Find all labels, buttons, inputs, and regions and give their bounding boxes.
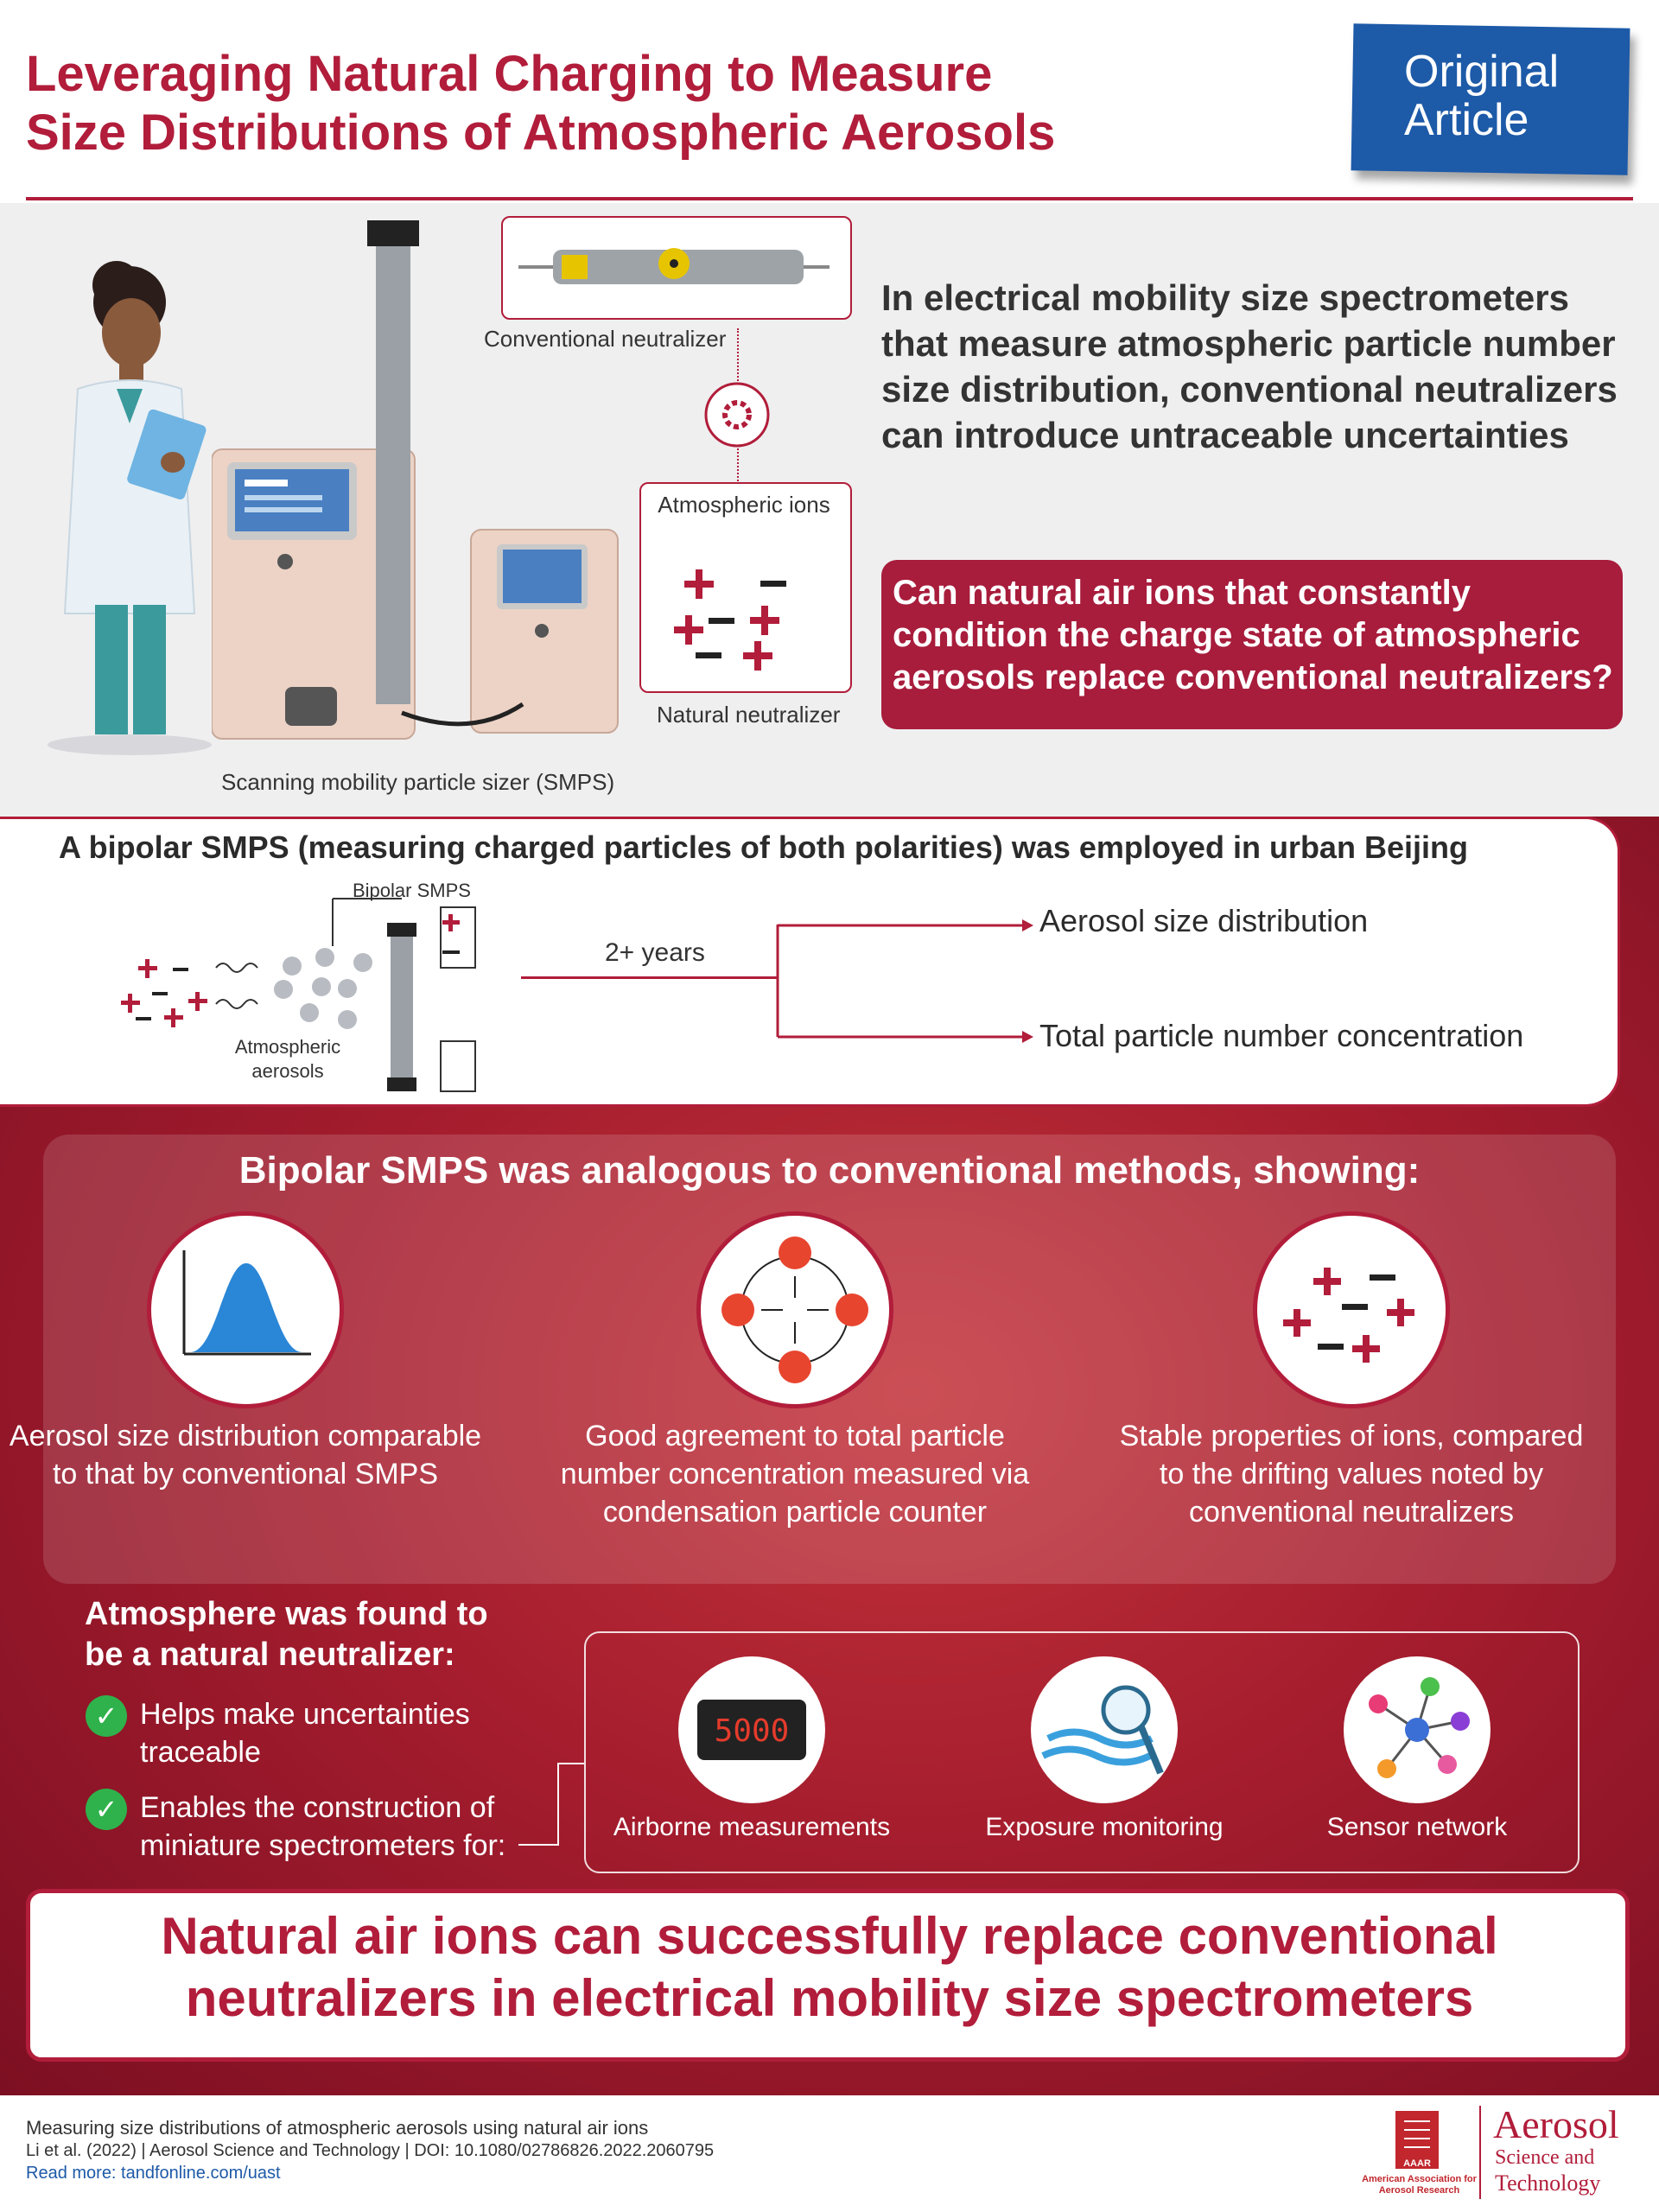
aaar-name: American Association for Aerosol Researc… xyxy=(1362,2174,1477,2196)
apps-connector-h2 xyxy=(557,1763,584,1764)
counter-display-value: 5000 xyxy=(715,1713,790,1749)
article-badge-label: Original Article xyxy=(1404,48,1559,144)
ions-icon xyxy=(674,569,786,671)
question-text: Can natural air ions that constantly con… xyxy=(893,574,1613,696)
question-box xyxy=(881,560,1623,729)
conclusion-box xyxy=(26,1889,1630,2062)
paper-title: Measuring size distributions of atmosphe… xyxy=(26,2117,649,2139)
citation: Li et al. (2022) | Aerosol Science and T… xyxy=(26,2141,715,2160)
output-size-distribution: Aerosol size distribution xyxy=(1039,903,1369,938)
finding-1-text: Aerosol size distribution comparable to … xyxy=(9,1420,482,1491)
airborne-label: Airborne measurements xyxy=(613,1813,891,1841)
neutralizer-tube-icon xyxy=(518,248,830,284)
exposure-circle xyxy=(1031,1656,1178,1803)
conventional-neutralizer-label: Conventional neutralizer xyxy=(484,326,727,352)
smps-caption: Scanning mobility particle sizer (SMPS) xyxy=(221,769,615,795)
ions-stable-icon xyxy=(1283,1268,1414,1363)
output-total-concentration: Total particle number concentration xyxy=(1039,1018,1524,1053)
agreement-circle xyxy=(696,1211,893,1408)
sensor-circle xyxy=(1344,1656,1491,1803)
finding-2-text: Good agreement to total particle number … xyxy=(560,1420,1030,1529)
timeline-line xyxy=(521,976,778,979)
bipolar-smps-diagram xyxy=(121,898,476,1092)
check-icon: ✓ xyxy=(86,1789,127,1830)
apps-connector-h xyxy=(518,1844,557,1846)
smps-illustration xyxy=(212,220,619,740)
finding-3-text: Stable properties of ions, compared to t… xyxy=(1119,1420,1584,1529)
converging-arrows-icon xyxy=(721,1236,868,1383)
journal-name-3: Technology xyxy=(1495,2171,1601,2196)
bullet-1-text: Helps make uncertainties traceable xyxy=(140,1698,470,1769)
applications-box xyxy=(584,1631,1580,1873)
counter-display-icon: 5000 xyxy=(697,1700,806,1760)
atmospheric-ions-label: Atmospheric ions xyxy=(658,492,830,518)
distribution-circle xyxy=(147,1211,344,1408)
method-box xyxy=(0,817,1620,1107)
apps-connector-v xyxy=(557,1763,559,1846)
findings-title: Bipolar SMPS was analogous to convention… xyxy=(238,1149,1421,1192)
aaar-abbrev: AAAR xyxy=(1395,2158,1439,2169)
aaar-logo xyxy=(1395,2111,1439,2163)
journal-name-2: Science and xyxy=(1495,2146,1595,2169)
title-line-2: Size Distributions of Atmospheric Aeroso… xyxy=(26,105,1056,161)
badge-line-1: Original xyxy=(1404,47,1560,97)
ions-circle xyxy=(1253,1211,1450,1408)
title-line-1: Leveraging Natural Charging to Measure xyxy=(26,46,993,102)
method-title: A bipolar SMPS (measuring charged partic… xyxy=(59,830,1468,865)
check-icon: ✓ xyxy=(86,1695,127,1737)
intro-statement: In electrical mobility size spectrometer… xyxy=(881,277,1618,455)
neutralizer-title: Atmosphere was found to be a natural neu… xyxy=(85,1596,488,1673)
conclusion-text: Natural air ions can successfully replac… xyxy=(161,1907,1498,2027)
output-arrows xyxy=(776,919,1033,1043)
atmospheric-aerosols-label: Atmospheric aerosols xyxy=(234,1036,341,1082)
journal-name-1: Aerosol xyxy=(1493,2102,1619,2146)
bipolar-smps-label: Bipolar SMPS xyxy=(353,880,471,901)
magnifier-air-icon xyxy=(1041,1685,1164,1775)
airborne-circle: 5000 xyxy=(678,1656,825,1803)
network-nodes-icon xyxy=(1369,1677,1470,1778)
sensor-label: Sensor network xyxy=(1326,1813,1508,1841)
read-more-link[interactable]: Read more: tandfonline.com/uast xyxy=(26,2164,281,2183)
exposure-label: Exposure monitoring xyxy=(985,1813,1224,1841)
footer-divider xyxy=(1479,2106,1481,2199)
page-title: Leveraging Natural Charging to Measure S… xyxy=(26,45,1236,162)
exchange-icon xyxy=(704,382,770,448)
header-divider xyxy=(26,197,1633,200)
footer xyxy=(0,2095,1659,2212)
duration-label: 2+ years xyxy=(605,938,705,967)
badge-line-2: Article xyxy=(1404,95,1529,145)
bullet-2-text: Enables the construction of miniature sp… xyxy=(140,1791,506,1862)
bell-curve-icon xyxy=(182,1250,311,1356)
natural-neutralizer-label: Natural neutralizer xyxy=(657,702,841,728)
scientist-illustration xyxy=(48,261,212,755)
